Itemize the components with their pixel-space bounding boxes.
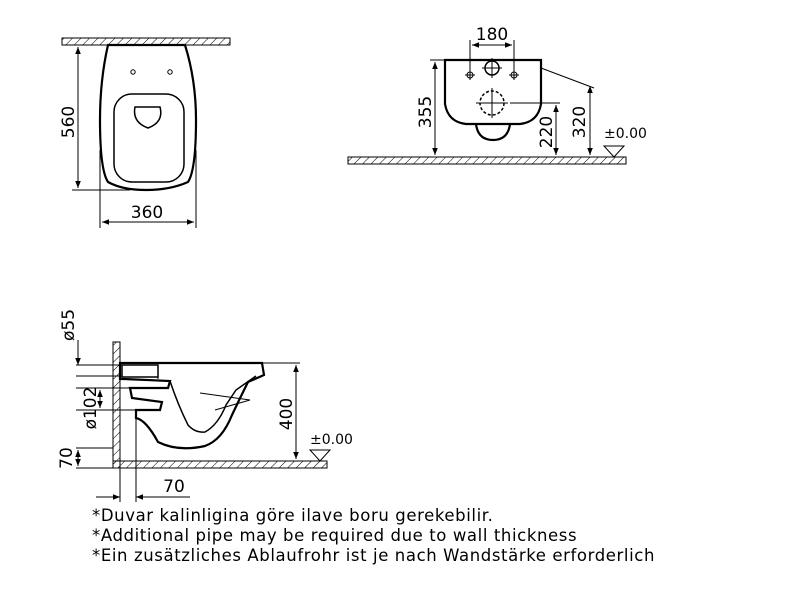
front-view-floor — [347, 156, 627, 165]
top-view-seat — [113, 93, 185, 183]
side-view-level-symbol — [308, 449, 332, 462]
side-view-floor — [112, 460, 328, 469]
side-view-inlet-pipe — [121, 364, 159, 378]
top-view-bowl-opening — [133, 106, 162, 129]
side-view-wall — [112, 341, 121, 469]
notes: *Duvar kalinligina göre ilave boru gerek… — [92, 506, 792, 566]
dim-dia-55: ø55 — [59, 309, 79, 341]
dim-180: 180 — [476, 25, 508, 45]
side-view-level: ±0.00 — [310, 432, 353, 448]
front-view-fixing-right — [509, 70, 519, 80]
dim-400: 400 — [277, 398, 297, 430]
side-view-bowl-outline — [118, 361, 266, 450]
note-german: *Ein zusätzliches Ablaufrohr ist je nach… — [92, 546, 656, 565]
dim-320: 320 — [570, 106, 590, 138]
side-view-trapway — [169, 375, 257, 433]
top-view-fix-hole-right — [167, 69, 173, 75]
front-view-outlet — [474, 123, 512, 142]
top-view-bowl-outline — [98, 43, 198, 192]
front-view-bowl-outline — [443, 58, 543, 126]
dim-560: 560 — [59, 106, 79, 138]
note-english: *Additional pipe may be required due to … — [92, 526, 578, 545]
front-view-level: ±0.00 — [604, 126, 647, 142]
top-view-fix-hole-left — [130, 69, 136, 75]
front-view-level-symbol — [602, 145, 626, 158]
dim-355: 355 — [416, 96, 436, 128]
side-view: ø55 ø102 70 70 400 ±0.00 — [57, 309, 353, 502]
note-turkish: *Duvar kalinligina göre ilave boru gerek… — [92, 506, 494, 525]
dim-dia-102: ø102 — [81, 387, 101, 430]
front-view-fixing-left — [465, 70, 475, 80]
dim-70-left: 70 — [57, 447, 77, 469]
front-view: 180 355 220 320 ±0.00 — [347, 25, 647, 165]
top-view: 560 360 — [59, 37, 231, 228]
dim-220: 220 — [537, 116, 557, 148]
dim-70-bottom: 70 — [163, 477, 185, 497]
dim-360: 360 — [131, 203, 163, 223]
